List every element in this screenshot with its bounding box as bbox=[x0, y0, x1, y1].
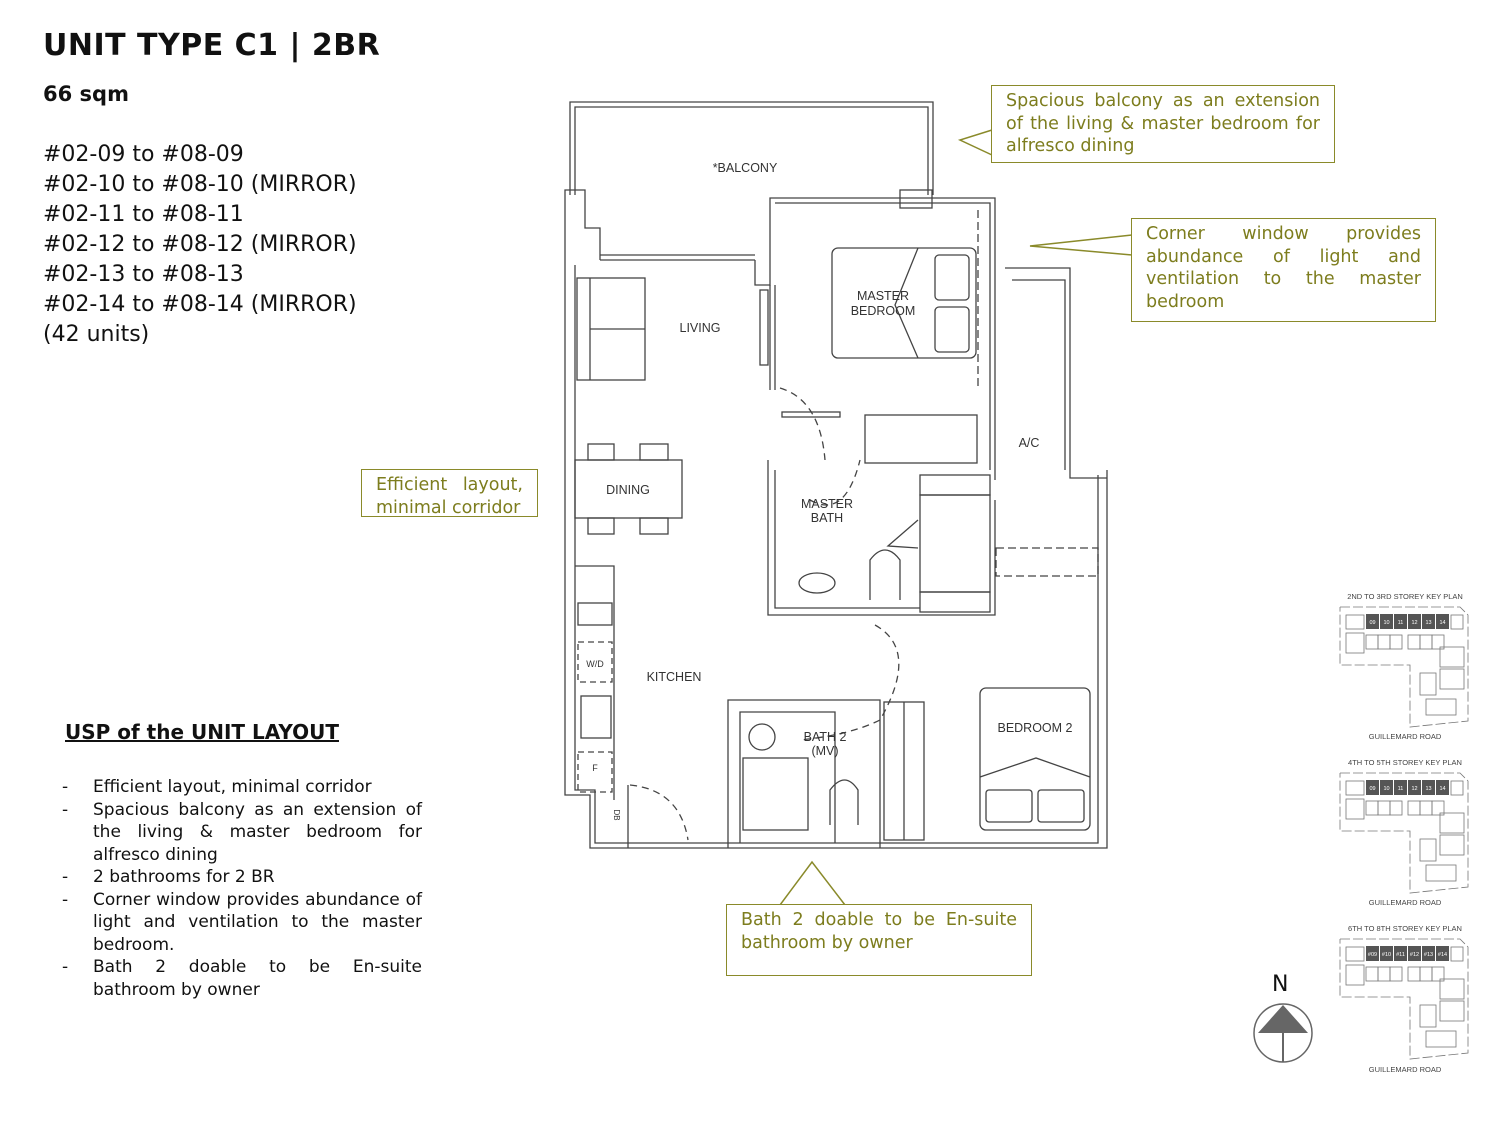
room-label: F bbox=[592, 763, 598, 773]
key-plan-unit-number: #11 bbox=[1396, 952, 1405, 958]
usp-heading: USP of the UNIT LAYOUT bbox=[65, 720, 339, 744]
north-label: N bbox=[1272, 972, 1289, 997]
callout-bath2: Bath 2 doable to be En-suite bathroom by… bbox=[726, 904, 1032, 976]
unit-range: #02-11 to #08-11 bbox=[43, 202, 244, 227]
key-plan-unit-number: #09 bbox=[1368, 952, 1377, 958]
key-plan-unit-number: 11 bbox=[1398, 786, 1404, 792]
key-plan-unit-number: #13 bbox=[1424, 952, 1433, 958]
key-plan-unit-number: 14 bbox=[1439, 620, 1445, 626]
room-label: DB bbox=[612, 809, 621, 820]
room-label: BEDROOM bbox=[851, 304, 916, 318]
unit-range: #02-12 to #08-12 (MIRROR) bbox=[43, 232, 357, 257]
usp-item: 2 bathrooms for 2 BR bbox=[62, 866, 422, 889]
key-plan-road: GUILLEMARD ROAD bbox=[1369, 898, 1442, 907]
usp-item: Spacious balcony as an extension of the … bbox=[62, 799, 422, 867]
key-plan-road: GUILLEMARD ROAD bbox=[1369, 1065, 1442, 1074]
unit-range: #02-09 to #08-09 bbox=[43, 142, 244, 167]
key-plan-unit-number: 13 bbox=[1425, 786, 1431, 792]
unit-size: 66 sqm bbox=[43, 82, 129, 106]
unit-range: #02-13 to #08-13 bbox=[43, 262, 244, 287]
key-plan-unit-number: 10 bbox=[1383, 786, 1389, 792]
key-plan-unit-number: 09 bbox=[1369, 786, 1375, 792]
room-label: A/C bbox=[1019, 436, 1040, 450]
room-label: W/D bbox=[586, 659, 604, 669]
key-plan-unit-number: 14 bbox=[1439, 786, 1445, 792]
key-plan-title: 2ND TO 3RD STOREY KEY PLAN bbox=[1347, 592, 1463, 601]
usp-item: Efficient layout, minimal corridor bbox=[62, 776, 422, 799]
room-label: BATH bbox=[811, 511, 843, 525]
callout-balcony: Spacious balcony as an extension of the … bbox=[991, 85, 1335, 163]
compass-icon bbox=[1253, 1003, 1313, 1063]
key-plan-unit-number: 10 bbox=[1383, 620, 1389, 626]
key-plan-unit-number: 12 bbox=[1411, 620, 1417, 626]
usp-item: Bath 2 doable to be En-suite bathroom by… bbox=[62, 956, 422, 1001]
key-plan-unit-number: 12 bbox=[1411, 786, 1417, 792]
key-plan-title: 6TH TO 8TH STOREY KEY PLAN bbox=[1348, 924, 1462, 933]
room-label: BEDROOM 2 bbox=[997, 721, 1072, 735]
room-label: *BALCONY bbox=[713, 161, 778, 175]
key-plan-unit-number: 11 bbox=[1398, 620, 1404, 626]
unit-count: (42 units) bbox=[43, 322, 150, 347]
usp-item: Corner window provides abundance of ligh… bbox=[62, 889, 422, 957]
key-plan-unit-number: 09 bbox=[1369, 620, 1375, 626]
key-plan-unit-number: 13 bbox=[1425, 620, 1431, 626]
room-label: KITCHEN bbox=[647, 670, 702, 684]
unit-range: #02-10 to #08-10 (MIRROR) bbox=[43, 172, 357, 197]
room-label: (MV) bbox=[811, 744, 838, 758]
key-plan-road: GUILLEMARD ROAD bbox=[1369, 732, 1442, 741]
room-label: BATH 2 bbox=[804, 730, 847, 744]
room-label: MASTER bbox=[857, 289, 909, 303]
key-plan-unit-number: #10 bbox=[1382, 952, 1391, 958]
page-title: UNIT TYPE C1 | 2BR bbox=[43, 28, 381, 63]
callout-corner-window: Corner window provides abundance of ligh… bbox=[1131, 218, 1436, 322]
key-plan-unit-number: #12 bbox=[1410, 952, 1419, 958]
usp-list: Efficient layout, minimal corridor Spaci… bbox=[62, 776, 422, 1001]
key-plan-title: 4TH TO 5TH STOREY KEY PLAN bbox=[1348, 758, 1462, 767]
key-plan-unit-number: #14 bbox=[1438, 952, 1447, 958]
key-plans: 2ND TO 3RD STOREY KEY PLAN GUILLEMARD RO… bbox=[1339, 592, 1469, 1074]
unit-range: #02-14 to #08-14 (MIRROR) bbox=[43, 292, 357, 317]
room-label: MASTER bbox=[801, 497, 853, 511]
unit-list: #02-09 to #08-09 #02-10 to #08-10 (MIRRO… bbox=[43, 140, 357, 350]
room-label: DINING bbox=[606, 483, 650, 497]
callout-efficient-layout: Efficient layout, minimal corridor bbox=[361, 469, 538, 518]
room-label: LIVING bbox=[680, 321, 721, 335]
